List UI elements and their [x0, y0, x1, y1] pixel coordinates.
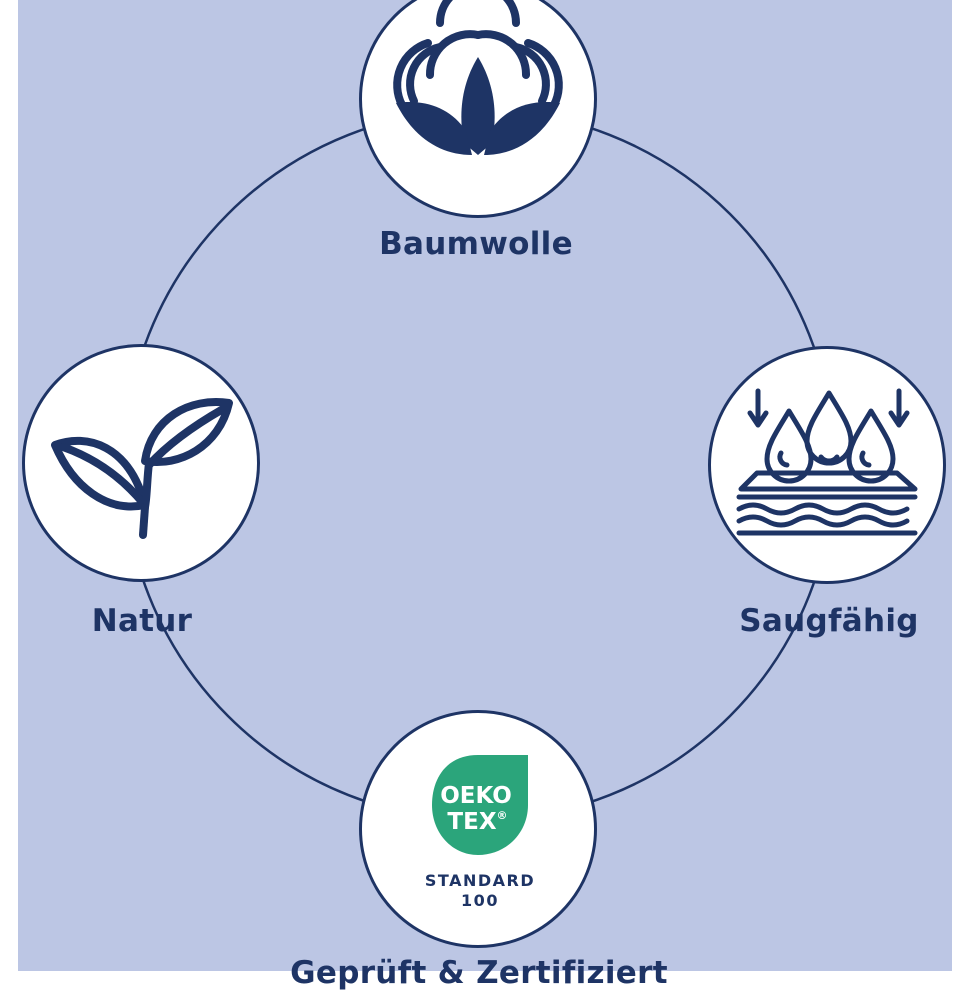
oeko-tex-logo: OEKO TEX ® STANDARD 100 — [425, 755, 535, 910]
absorbent-drops-icon — [736, 388, 918, 536]
label-natur: Natur — [91, 603, 193, 639]
label-saugfaehig: Saugfähig — [739, 603, 919, 639]
standard-label: STANDARD — [425, 871, 535, 890]
leaf-sprout-icon — [51, 398, 233, 539]
infographic: Baumwolle Saugfähig — [18, 0, 952, 991]
oeko-label: OEKO — [440, 783, 512, 809]
standard-number: 100 — [461, 891, 499, 910]
badge-natur — [22, 344, 260, 582]
tex-label: TEX — [447, 809, 496, 835]
badge-oeko-tex: OEKO TEX ® STANDARD 100 — [359, 710, 597, 948]
badge-baumwolle — [359, 0, 597, 218]
label-zertifiziert: Geprüft & Zertifiziert — [290, 955, 668, 991]
cotton-flower-icon — [393, 0, 563, 155]
label-baumwolle: Baumwolle — [379, 226, 573, 262]
registered-mark: ® — [497, 809, 508, 822]
badge-saugfaehig — [708, 346, 946, 584]
